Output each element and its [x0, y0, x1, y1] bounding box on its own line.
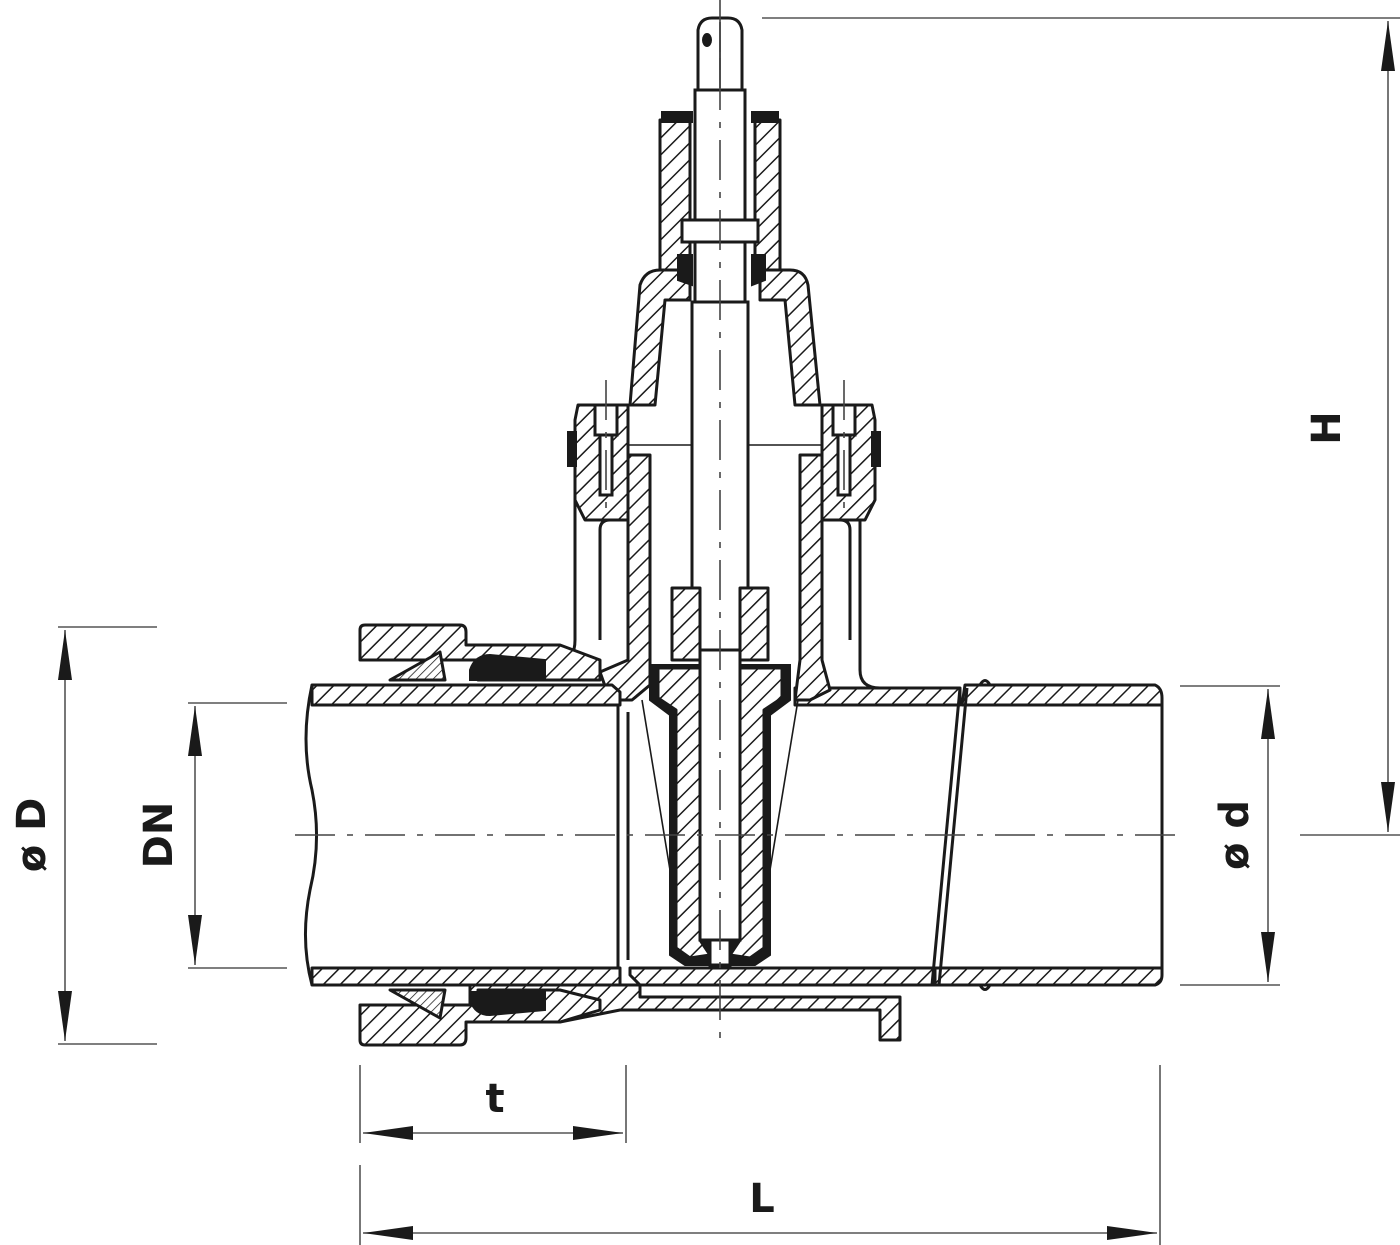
dimension-spigot-od: ø d: [1180, 685, 1280, 986]
dimension-od: ø D: [9, 626, 157, 1045]
center-lines: [295, 0, 1180, 1050]
dimension-dn: DN: [136, 702, 287, 969]
label-height: H: [1304, 411, 1350, 444]
label-socket-depth: t: [485, 1076, 504, 1122]
inserted-pipe: [304, 683, 630, 987]
dimension-socket-depth: t: [359, 1065, 627, 1143]
label-od: ø D: [9, 798, 55, 873]
label-dn: DN: [136, 802, 182, 869]
spigot-end: [930, 679, 1164, 991]
dimension-height: H: [762, 17, 1400, 836]
dimension-length: L: [359, 1065, 1161, 1245]
label-length: L: [749, 1176, 775, 1222]
socket-end: [358, 623, 602, 1047]
valve-wedge: [641, 586, 799, 967]
label-spigot-od: ø d: [1212, 800, 1258, 870]
valve-body: [468, 111, 962, 1042]
